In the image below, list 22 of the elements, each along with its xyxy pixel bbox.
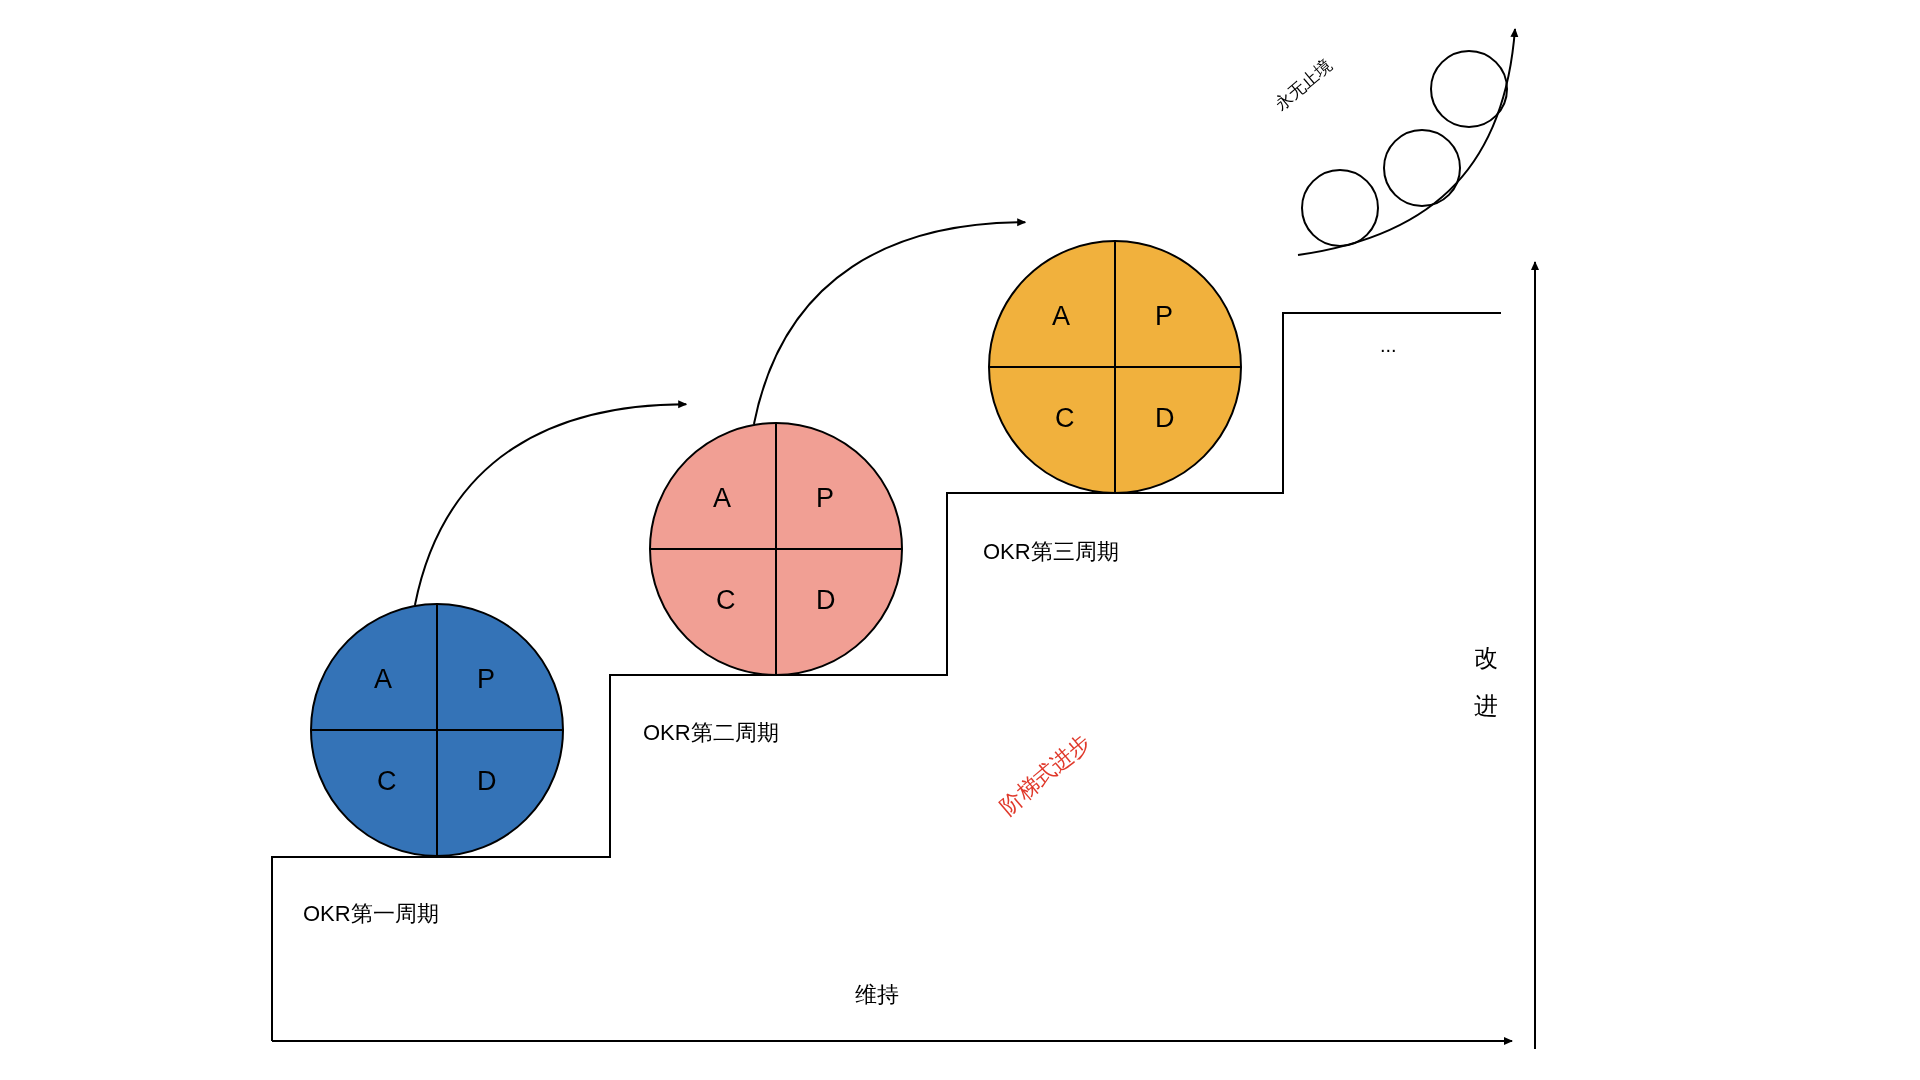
quadrant-letter: C <box>1055 405 1075 432</box>
quadrant-letter: P <box>816 485 834 512</box>
text-label: ... <box>1380 333 1397 358</box>
text-label: 永无止境 <box>1270 54 1337 116</box>
text-label: 维持 <box>855 981 899 1009</box>
curved-arrow <box>413 400 688 606</box>
quadrant-letter: A <box>713 485 731 512</box>
quadrant-letter: D <box>816 587 836 614</box>
quadrant-letter: P <box>1155 303 1173 330</box>
quadrant-letter: P <box>477 666 495 693</box>
text-label: OKR第三周期 <box>983 538 1119 566</box>
text-label: OKR第二周期 <box>643 719 779 747</box>
quadrant-letter: D <box>1155 405 1175 432</box>
text-label: 阶梯式进步 <box>993 728 1097 822</box>
quadrant-letter: A <box>374 666 392 693</box>
text-label: OKR第一周期 <box>303 900 439 928</box>
curved-arrow <box>752 218 1027 425</box>
quadrant-letter: C <box>716 587 736 614</box>
quadrant-letter: C <box>377 768 397 795</box>
quadrant-letter: A <box>1052 303 1070 330</box>
text-label: 改进 <box>1474 643 1498 721</box>
quadrant-letter: D <box>477 768 497 795</box>
